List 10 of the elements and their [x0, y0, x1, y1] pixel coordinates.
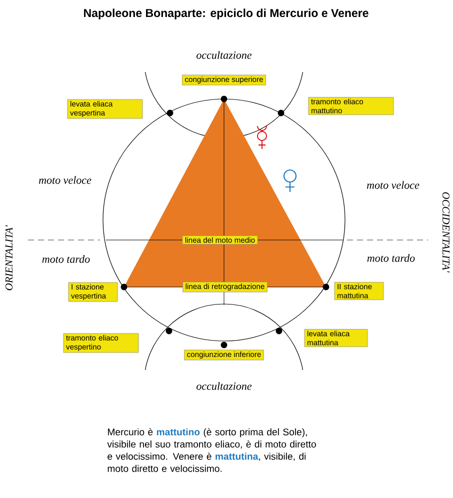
italic-label: moto veloce	[38, 176, 92, 184]
italic-label: occultazione	[196, 382, 252, 390]
italic-label: moto tardo	[42, 255, 90, 263]
italic-label: moto tardo	[367, 254, 415, 262]
side-label: OCCIDENTALITA'	[442, 192, 450, 272]
caption: Mercurio è mattutino (è sorto prima del Sole), visibile nel suo tramonto eliaco, è di moto diretto e velocissimo. Venere è mattutina, visibile, di moto diretto e velocissimo.	[107, 428, 316, 472]
italic-label: occultazione	[196, 51, 252, 59]
italic-label: moto veloce	[366, 181, 420, 189]
side-label: ORIENTALITA'	[5, 225, 13, 290]
title: Napoleone Bonaparte: epiciclo di Mercurio e Venere	[84, 8, 368, 20]
